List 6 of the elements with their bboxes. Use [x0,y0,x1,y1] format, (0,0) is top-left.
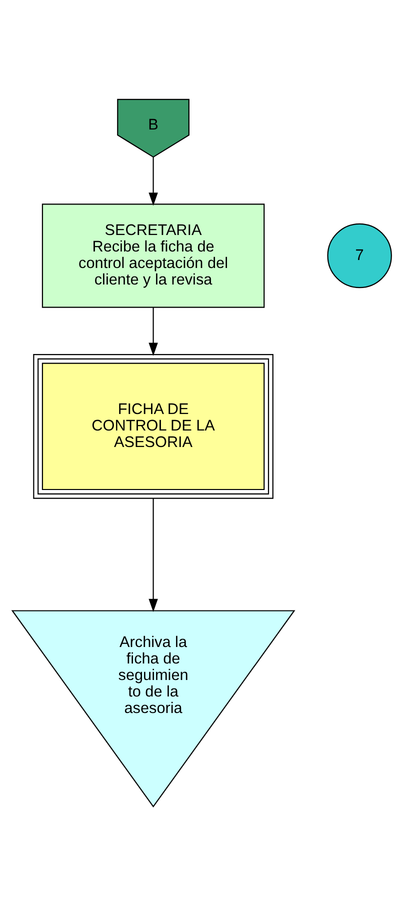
node-box: SECRETARIA Recibe la ficha de control aceptación del cliente y la revisa [42,203,265,308]
node-circle: 7 [327,222,392,288]
arrow [148,156,158,206]
arrow [148,306,158,356]
arrow [148,498,158,612]
node-box: FICHA DE CONTROL DE LA ASESORIA [33,354,274,498]
